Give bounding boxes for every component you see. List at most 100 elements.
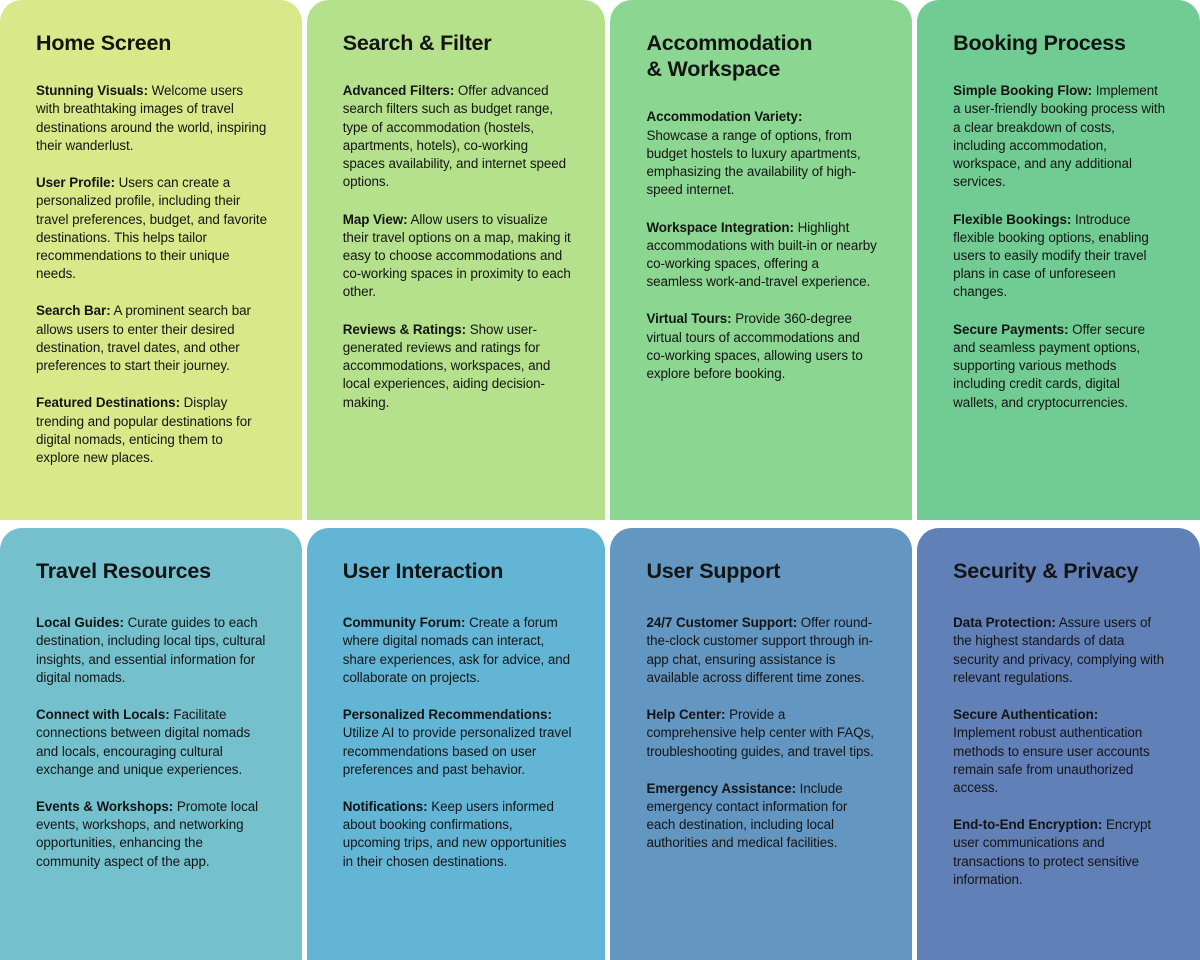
feature-lead: Accommodation Variety: [646, 109, 803, 125]
feature-body: Offer secure and seamless payment option… [953, 321, 1145, 410]
feature-item: 24/7 Customer Support: Offer round-the-c… [646, 614, 878, 687]
card-accommodation-workspace[interactable]: Accommodation & Workspace Accommodation … [610, 0, 913, 520]
card-security-privacy[interactable]: Security & Privacy Data Protection: Assu… [917, 528, 1200, 960]
feature-item: Notifications: Keep users informed about… [343, 798, 572, 871]
feature-body: Implement robust authentication methods … [953, 725, 1150, 795]
feature-item: Personalized Recommendations: Utilize AI … [343, 706, 572, 779]
feature-body: Provide 360-degree virtual tours of acco… [646, 311, 863, 382]
feature-lead: Flexible Bookings: [953, 211, 1072, 227]
feature-item: End-to-End Encryption: Encrypt user comm… [953, 816, 1166, 889]
feature-item: Stunning Visuals: Welcome users with bre… [36, 82, 268, 155]
feature-body: Keep users informed about booking confir… [342, 798, 567, 869]
feature-lead: Reviews & Ratings: [342, 321, 467, 337]
feature-lead: Help Center: [646, 707, 726, 723]
feature-body: Show user-generated reviews and ratings … [342, 321, 551, 410]
feature-body: Encrypt user communications and transact… [953, 817, 1152, 887]
card-user-support[interactable]: User Support 24/7 Customer Support: Offe… [610, 528, 913, 960]
feature-item: Reviews & Ratings: Show user-generated r… [343, 321, 572, 412]
feature-body: Highlight accommodations with built-in o… [646, 219, 877, 290]
feature-item: Advanced Filters: Offer advanced search … [343, 82, 572, 191]
feature-lead: User Profile: [36, 175, 115, 191]
feature-item: Help Center: Provide a comprehensive hel… [646, 706, 878, 761]
feature-lead: Personalized Recommendations: [342, 707, 552, 723]
feature-lead: Emergency Assistance: [646, 780, 796, 796]
feature-body: Implement a user-friendly booking proces… [953, 83, 1165, 190]
feature-item: Featured Destinations: Display trending … [36, 394, 268, 467]
feature-lead: Data Protection: [953, 615, 1056, 631]
feature-body: Offer round-the-clock customer support t… [646, 615, 874, 685]
feature-item: Simple Booking Flow: Implement a user-fr… [953, 82, 1166, 191]
feature-item: Local Guides: Curate guides to each dest… [36, 614, 268, 687]
feature-item: Emergency Assistance: Include emergency … [646, 780, 878, 853]
feature-lead: Search Bar: [36, 303, 111, 319]
feature-list: Simple Booking Flow: Implement a user-fr… [953, 82, 1166, 412]
feature-body: Curate guides to each destination, inclu… [36, 615, 266, 685]
card-title: Travel Resources [36, 559, 211, 583]
feature-lead: Workspace Integration: [646, 219, 794, 235]
feature-body: Assure users of the highest standards of… [953, 615, 1164, 685]
feature-lead: Advanced Filters: [342, 83, 455, 99]
card-title: Home Screen [36, 31, 172, 55]
feature-list: Accommodation Variety: Showcase a range o… [646, 108, 878, 383]
feature-row-top: Home Screen Stunning Visuals: Welcome us… [0, 0, 1200, 520]
feature-item: Map View: Allow users to visualize their… [343, 211, 572, 302]
feature-body: Provide a comprehensive help center with… [646, 707, 874, 759]
card-booking-process[interactable]: Booking Process Simple Booking Flow: Imp… [917, 0, 1200, 520]
card-title: Booking Process [953, 31, 1126, 55]
feature-body: Users can create a personalized profile,… [36, 175, 267, 282]
feature-lead: Community Forum: [342, 615, 466, 631]
feature-list: Community Forum: Create a forum where di… [343, 614, 572, 871]
feature-item: Workspace Integration: Highlight accommo… [646, 219, 878, 292]
feature-body: Allow users to visualize their travel op… [342, 211, 571, 300]
card-user-interaction[interactable]: User Interaction Community Forum: Create… [306, 528, 606, 960]
feature-list: Stunning Visuals: Welcome users with bre… [36, 82, 268, 467]
feature-body: Facilitate connections between digital n… [36, 707, 251, 777]
feature-list: 24/7 Customer Support: Offer round-the-c… [646, 614, 878, 852]
feature-item: Secure Payments: Offer secure and seamle… [953, 321, 1166, 412]
card-title: User Interaction [342, 559, 504, 583]
feature-lead: Notifications: [342, 798, 428, 814]
feature-item: Search Bar: A prominent search bar allow… [36, 302, 268, 375]
feature-body: Display trending and popular destination… [36, 395, 252, 465]
feature-body: Offer advanced search filters such as bu… [342, 83, 567, 190]
feature-lead: Events & Workshops: [36, 798, 174, 814]
feature-body: Create a forum where digital nomads can … [342, 615, 571, 685]
feature-body: Welcome users with breathtaking images o… [36, 83, 267, 153]
feature-lead: Stunning Visuals: [36, 83, 148, 99]
feature-lead: 24/7 Customer Support: [646, 615, 798, 631]
feature-item: Events & Workshops: Promote local events… [36, 798, 268, 871]
card-title: Search & Filter [342, 31, 492, 55]
feature-lead: Featured Destinations: [36, 395, 180, 411]
feature-body: A prominent search bar allows users to e… [36, 303, 251, 374]
feature-item: Data Protection: Assure users of the hig… [953, 614, 1166, 687]
feature-item: Flexible Bookings: Introduce flexible bo… [953, 211, 1166, 302]
feature-lead: Simple Booking Flow: [953, 83, 1093, 99]
card-travel-resources[interactable]: Travel Resources Local Guides: Curate gu… [0, 528, 302, 960]
feature-lead: Connect with Locals: [36, 707, 170, 723]
card-title: Security & Privacy [953, 559, 1139, 583]
feature-body: Include emergency contact information fo… [646, 780, 848, 851]
feature-row-bottom: Travel Resources Local Guides: Curate gu… [0, 528, 1200, 960]
feature-list: Local Guides: Curate guides to each dest… [36, 614, 268, 871]
feature-lead: Secure Authentication: [953, 707, 1099, 723]
feature-body: Utilize AI to provide personalized trave… [342, 725, 572, 777]
card-home-screen[interactable]: Home Screen Stunning Visuals: Welcome us… [0, 0, 302, 520]
feature-lead: Map View: [342, 211, 408, 227]
feature-item: Secure Authentication: Implement robust a… [953, 706, 1166, 797]
card-title: User Support [646, 559, 781, 583]
feature-item: Connect with Locals: Facilitate connecti… [36, 706, 268, 779]
feature-item: Accommodation Variety: Showcase a range o… [646, 108, 878, 199]
feature-list: Advanced Filters: Offer advanced search … [343, 82, 572, 412]
feature-item: User Profile: Users can create a persona… [36, 174, 268, 283]
feature-body: Promote local events, workshops, and net… [36, 798, 259, 869]
feature-lead: Local Guides: [36, 615, 124, 631]
feature-item: Virtual Tours: Provide 360-degree virtua… [646, 310, 878, 383]
card-search-filter[interactable]: Search & Filter Advanced Filters: Offer … [306, 0, 606, 520]
feature-lead: Secure Payments: [953, 321, 1069, 337]
feature-lead: Virtual Tours: [646, 311, 732, 327]
feature-item: Community Forum: Create a forum where di… [343, 614, 572, 687]
card-title: Accommodation & Workspace [646, 31, 813, 82]
feature-lead: End-to-End Encryption: [953, 817, 1103, 833]
feature-body: Showcase a range of options, from budget… [646, 127, 861, 198]
